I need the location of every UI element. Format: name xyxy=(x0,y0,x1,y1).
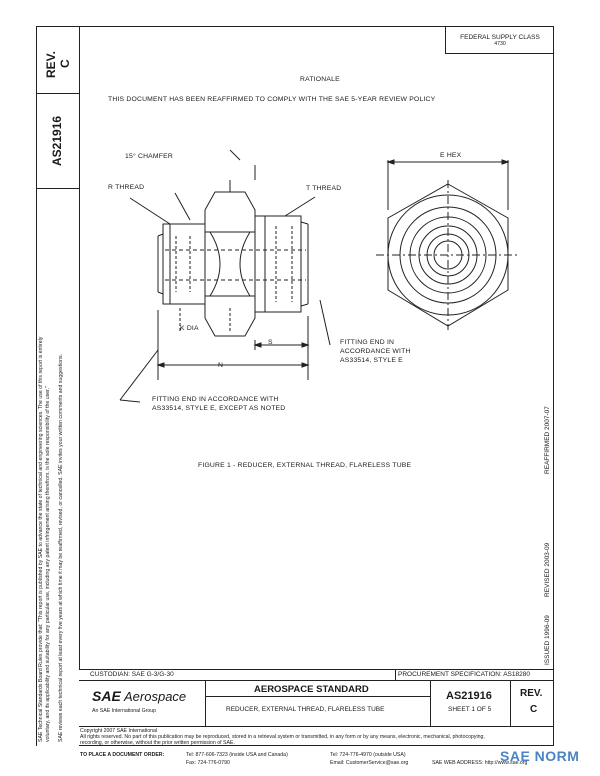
rationale-title: RATIONALE xyxy=(300,76,340,83)
right-thread-end xyxy=(254,215,309,313)
reaffirmed-date: REAFFIRMED 2007-07 xyxy=(544,406,551,474)
side-text-line-2: voluntary, and its applicability and sui… xyxy=(45,386,51,742)
custodian-top-line xyxy=(79,669,554,670)
rights-line-2: recording, or otherwise, without the pri… xyxy=(80,740,235,746)
fitting-end-left-2: AS33514, STYLE E, EXCEPT AS NOTED xyxy=(152,405,286,412)
frame-left-line xyxy=(36,26,37,746)
n-label: N xyxy=(218,362,224,369)
rev-value-vertical: C xyxy=(58,59,72,68)
web-address: SAE WEB ADDRESS: http://www.sae.org xyxy=(432,760,528,766)
title-divider xyxy=(205,696,430,697)
supply-class-box: FEDERAL SUPPLY CLASS 4730 xyxy=(445,26,554,54)
frame-top-line xyxy=(36,26,554,27)
issued-date: ISSUED 1996-09 xyxy=(544,615,551,665)
chamfer-label: 15° CHAMFER xyxy=(125,153,173,160)
title-block-bottom xyxy=(79,726,554,727)
footer-rev-label: REV. xyxy=(520,688,543,699)
frame-right-line xyxy=(553,26,554,746)
tel-inside: Tel: 877-606-7323 (inside USA and Canada… xyxy=(186,752,288,758)
figure-caption: FIGURE 1 - REDUCER, EXTERNAL THREAD, FLA… xyxy=(198,462,412,469)
rev-divider xyxy=(36,93,80,94)
docnum-divider xyxy=(36,188,80,189)
logo-divider xyxy=(205,680,206,726)
sae-norm-watermark: SAE NORM xyxy=(500,748,580,764)
rev-box-left xyxy=(510,680,511,726)
k-dia-label: K DIA xyxy=(180,325,199,332)
side-text-line-3: SAE reviews each technical report at lea… xyxy=(58,354,64,742)
custodian-bottom-line xyxy=(79,680,554,681)
fitting-end-left-1: FITTING END IN ACCORDANCE WITH xyxy=(152,396,279,403)
tel-outside: Tel: 724-776-4970 (outside USA) xyxy=(330,752,406,758)
intl-group-text: An SAE International Group xyxy=(92,708,157,714)
revised-date: REVISED 2003-09 xyxy=(544,542,551,597)
hex-body xyxy=(204,180,256,337)
supply-class-label: FEDERAL SUPPLY CLASS xyxy=(460,34,540,41)
t-thread-label: T THREAD xyxy=(306,185,342,192)
part-description: REDUCER, EXTERNAL THREAD, FLARELESS TUBE xyxy=(226,706,385,713)
reducer-drawing xyxy=(119,149,520,403)
email: Email: CustomerService@sae.org xyxy=(330,760,409,766)
footer-rev-value: C xyxy=(530,704,538,715)
r-thread-label: R THREAD xyxy=(108,184,145,191)
e-hex-label: E HEX xyxy=(440,152,462,159)
custodian-divider xyxy=(395,669,396,680)
rights-line-1: All rights reserved. No part of this pub… xyxy=(80,734,485,740)
sae-logo: SAE xyxy=(92,688,121,704)
order-label: TO PLACE A DOCUMENT ORDER: xyxy=(80,752,165,758)
custodian-text: CUSTODIAN: SAE G-3/G-30 xyxy=(90,671,174,678)
aerospace-logo-text: Aerospace xyxy=(124,689,187,704)
fitting-end-right-3: AS33514, STYLE E xyxy=(340,357,403,364)
frame-bottom-line xyxy=(79,745,554,746)
copyright-line: Copyright 2007 SAE International xyxy=(80,728,157,734)
fitting-end-right-2: ACCORDANCE WITH xyxy=(340,348,411,355)
doc-number-vertical: AS21916 xyxy=(50,115,64,166)
left-thread-end xyxy=(157,223,206,305)
side-text-line-1: SAE Technical Standards Board Rules prov… xyxy=(38,336,44,742)
fax: Fax: 724-776-0790 xyxy=(186,760,230,766)
fitting-end-right-1: FITTING END IN xyxy=(340,339,395,346)
sheet-number: SHEET 1 OF 5 xyxy=(448,706,492,713)
rationale-text: THIS DOCUMENT HAS BEEN REAFFIRMED TO COM… xyxy=(108,96,436,103)
frame-inner-left-line xyxy=(79,26,80,669)
standard-title: AEROSPACE STANDARD xyxy=(254,684,369,695)
footer-doc-number: AS21916 xyxy=(446,690,492,702)
docnum-box-left xyxy=(430,680,431,726)
end-view-hex xyxy=(376,159,520,330)
s-label: S xyxy=(268,339,273,346)
procurement-text: PROCUREMENT SPECIFICATION: AS18280 xyxy=(398,671,530,678)
rev-label-vertical: REV. xyxy=(44,51,58,78)
supply-class-value: 4730 xyxy=(494,41,506,47)
